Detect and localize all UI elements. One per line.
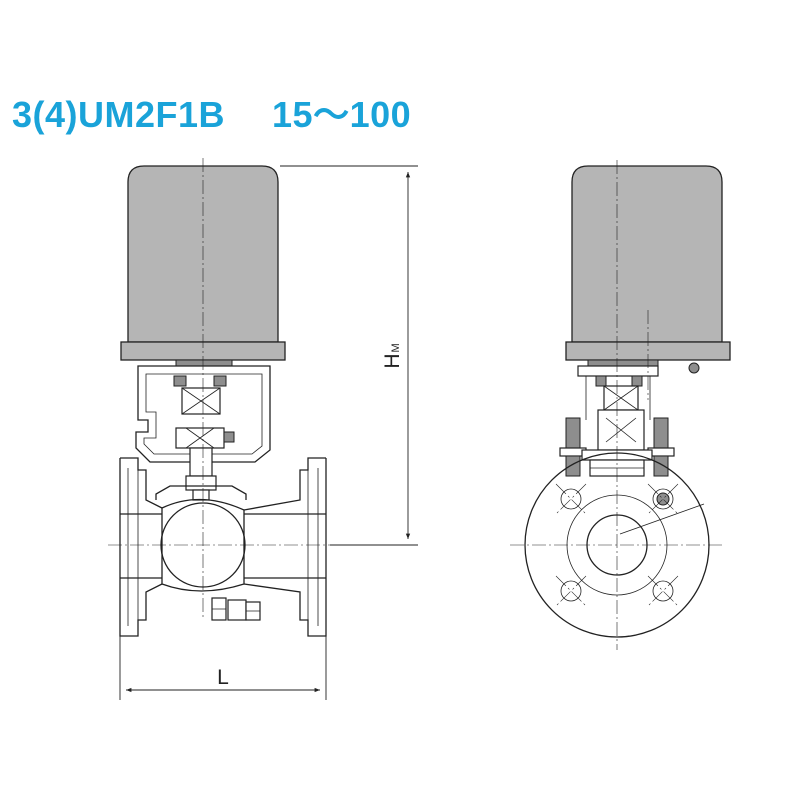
left-flange <box>119 457 163 637</box>
side-view <box>510 160 731 650</box>
valve-body-front <box>155 485 247 500</box>
actuator-cover-side <box>571 165 723 343</box>
height-label: H <box>381 354 404 369</box>
length-dimension: L <box>119 636 327 700</box>
page-title: 3(4)UM2F1B 15〜100 <box>12 94 412 135</box>
svg-text:HM: HM <box>381 343 404 368</box>
height-subscript: M <box>390 343 402 352</box>
length-label: L <box>217 666 229 689</box>
height-dimension: HM <box>280 165 418 546</box>
front-view <box>108 158 340 637</box>
mounting-bracket-front <box>135 365 271 463</box>
